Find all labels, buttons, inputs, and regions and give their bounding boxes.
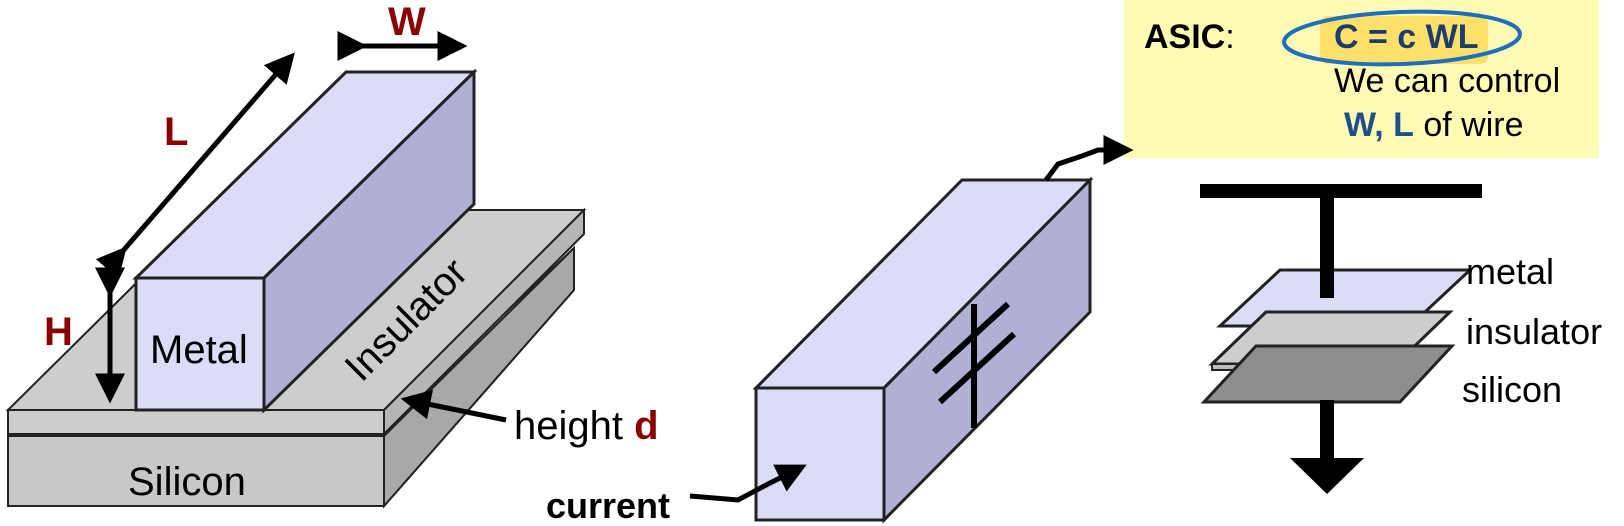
current-label: current bbox=[546, 485, 671, 526]
wire-param-vars: W, L bbox=[1344, 106, 1414, 144]
current-arrow bbox=[689, 464, 807, 503]
asic-colon: : bbox=[1225, 18, 1235, 56]
right-silicon-label: silicon bbox=[1462, 369, 1563, 410]
capacitor-symbol bbox=[931, 301, 1017, 428]
width-label: W bbox=[388, 0, 426, 44]
formula-circle bbox=[1282, 9, 1522, 67]
right-metal-label: metal bbox=[1466, 251, 1555, 292]
ground-arrowhead bbox=[1290, 458, 1364, 494]
silicon-plate bbox=[1200, 344, 1456, 404]
callout-arrow bbox=[1044, 135, 1134, 182]
height-label: H bbox=[44, 310, 73, 354]
capacitance-formula: C = c WL bbox=[1334, 18, 1479, 56]
length-dimension-arrow bbox=[95, 52, 295, 279]
formula-highlight bbox=[1320, 16, 1488, 64]
asic-label: ASIC: bbox=[1144, 20, 1235, 54]
insulator-height-label: height d bbox=[514, 406, 659, 446]
control-text: We can control bbox=[1334, 62, 1561, 100]
ground-connector bbox=[1320, 400, 1334, 464]
length-label: L bbox=[164, 110, 189, 154]
metal-label: Metal bbox=[150, 328, 248, 372]
height-text: height bbox=[514, 404, 623, 448]
wire-params-text: W, L of wire bbox=[1344, 108, 1523, 142]
insulator-height-pointer-arrow bbox=[400, 389, 507, 423]
silicon-slab bbox=[7, 245, 575, 509]
top-plate-bar bbox=[1200, 184, 1482, 198]
wire-param-rest: of wire bbox=[1423, 106, 1524, 144]
wire-block bbox=[752, 176, 1094, 524]
height-variable: d bbox=[634, 404, 659, 448]
silicon-label: Silicon bbox=[128, 460, 246, 504]
right-insulator-label: insulator bbox=[1466, 311, 1603, 352]
plate-connector bbox=[1320, 266, 1334, 298]
asic-prefix: ASIC bbox=[1144, 18, 1226, 56]
